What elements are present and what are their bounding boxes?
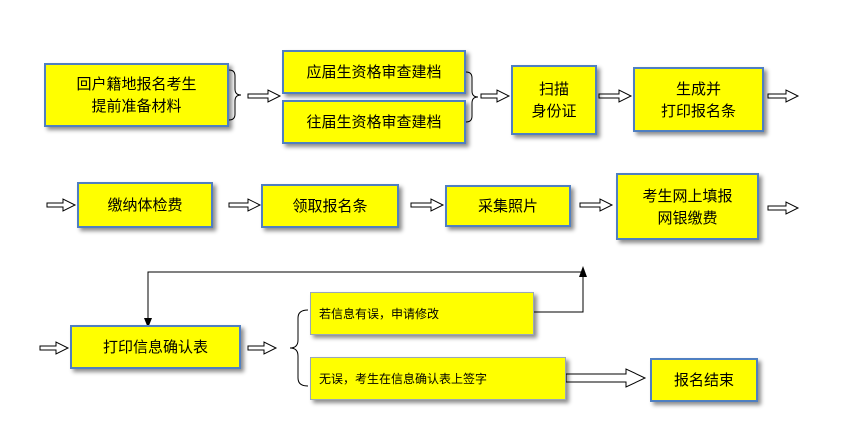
arrow-12 [565, 368, 647, 388]
step-prepare-materials: 回户籍地报名考生 提前准备材料 [44, 63, 229, 127]
arrow-11 [247, 341, 278, 355]
feedback-arrowhead-down [144, 318, 152, 328]
step-current-student-review: 应届生资格审查建档 [282, 50, 466, 94]
arrow-6 [228, 198, 262, 212]
arrow-4 [767, 89, 800, 103]
step-scan-id: 扫描 身份证 [511, 65, 597, 135]
step-collect-slip: 领取报名条 [261, 184, 399, 228]
step-take-photo: 采集照片 [445, 185, 571, 227]
step-print-registration-slip: 生成并 打印报名条 [633, 67, 764, 132]
step-registration-complete: 报名结束 [650, 358, 758, 402]
arrow-3 [598, 89, 633, 103]
arrow-5 [46, 198, 77, 212]
brace-2 [465, 71, 479, 123]
brace-3 [289, 309, 309, 387]
step-past-student-review: 往届生资格审查建档 [282, 100, 466, 144]
step-online-payment: 考生网上填报 网银缴费 [616, 173, 759, 240]
arrow-2 [480, 89, 511, 103]
step-print-confirmation-form: 打印信息确认表 [70, 325, 241, 369]
arrow-8 [579, 198, 614, 212]
arrow-9 [767, 201, 800, 215]
arrow-7 [410, 198, 445, 212]
brace-1 [228, 69, 242, 121]
feedback-arrowhead-up [579, 266, 587, 277]
step-request-correction: 若信息有误，申请修改 [310, 292, 534, 335]
step-sign-confirmation: 无误，考生在信息确认表上签字 [310, 357, 566, 400]
step-pay-exam-fee: 缴纳体检费 [77, 182, 213, 228]
arrow-1 [247, 89, 282, 103]
arrow-10 [39, 341, 70, 355]
